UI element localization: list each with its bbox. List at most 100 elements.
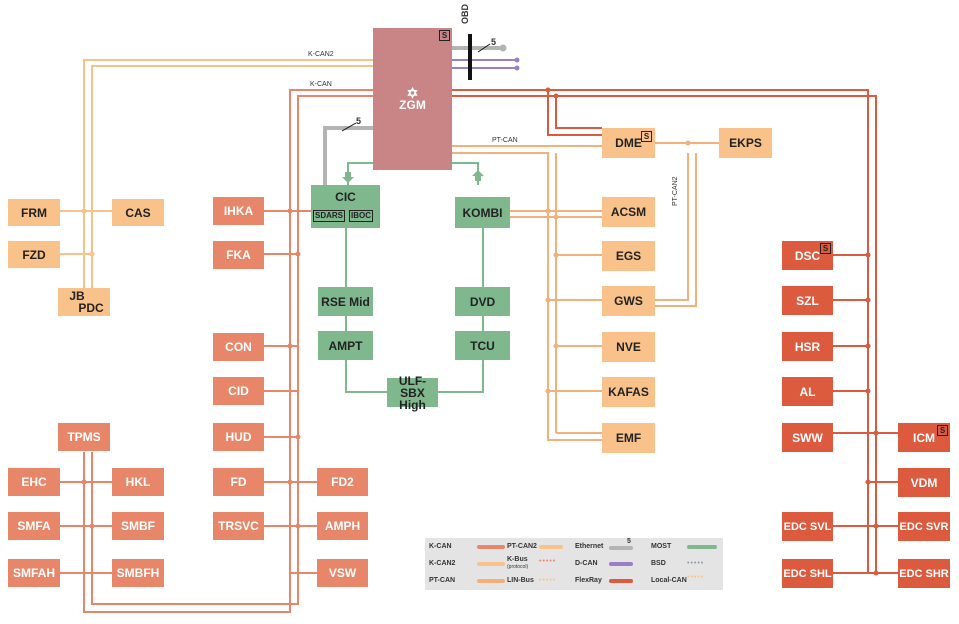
module-emf[interactable]: EMF [602, 423, 655, 453]
module-edc-shr[interactable]: EDC SHR [898, 559, 950, 588]
module-smfah[interactable]: SMFAH [8, 559, 60, 587]
legend-ptcan-label: PT-CAN [429, 577, 456, 584]
module-szl[interactable]: SZL [782, 286, 833, 315]
module-gws[interactable]: GWS [602, 286, 655, 316]
star-icon: ✡ [406, 85, 419, 101]
zgm-label: ZGM [399, 98, 426, 112]
dme-label: DME [615, 136, 642, 150]
module-fka[interactable]: FKA [213, 241, 264, 269]
module-fzd[interactable]: FZD [8, 241, 60, 268]
module-trsvc[interactable]: TRSVC [213, 512, 264, 540]
dcan-lines [452, 59, 517, 69]
module-cid[interactable]: CID [213, 377, 264, 405]
cic-iboc: IBOC [349, 210, 373, 222]
cic-ethernet-count: 5 [356, 116, 362, 126]
module-dme[interactable]: DME S [602, 128, 655, 158]
ptcan2-label: PT-CAN2 [672, 176, 679, 206]
module-hsr[interactable]: HSR [782, 332, 833, 361]
legend-kbus-swatch: ••••• [539, 558, 557, 565]
module-hud[interactable]: HUD [213, 423, 264, 451]
module-kombi[interactable]: KOMBI [455, 197, 510, 228]
module-tpms[interactable]: TPMS [58, 423, 110, 451]
module-kafas[interactable]: KAFAS [602, 377, 655, 407]
obd-ethernet-count: 5 [491, 37, 497, 47]
ptcan-lines [452, 142, 719, 441]
pdc-label: PDC [78, 301, 104, 315]
legend-ptcan2-label: PT-CAN2 [507, 543, 537, 550]
flexray-lines [452, 89, 898, 574]
module-amph[interactable]: AMPH [317, 512, 368, 540]
kcan2-label: K-CAN2 [308, 51, 334, 58]
legend-ptcan-swatch [477, 579, 505, 583]
module-fd[interactable]: FD [213, 468, 264, 496]
module-al[interactable]: AL [782, 377, 833, 406]
module-ulf-sbx-high[interactable]: ULF-SBX High [387, 373, 438, 411]
module-smfa[interactable]: SMFA [8, 512, 60, 540]
zgm-gateway[interactable]: ✡ ZGM S [373, 28, 452, 170]
legend-ethernet-swatch [609, 546, 633, 550]
junction-dots [545, 87, 879, 576]
module-jb-pdc[interactable]: JB PDC [58, 288, 110, 316]
legend-kcan-swatch [477, 545, 505, 549]
module-ihka[interactable]: IHKA [213, 197, 264, 225]
module-edc-shl[interactable]: EDC SHL [782, 559, 833, 588]
cic-sdars: SDARS [313, 210, 346, 222]
module-vsw[interactable]: VSW [317, 559, 368, 587]
module-ehc[interactable]: EHC [8, 468, 60, 496]
cic-label: CIC [335, 190, 356, 204]
ulf-label-2: High [399, 397, 426, 412]
legend-most-label: MOST [651, 543, 672, 550]
module-nve[interactable]: NVE [602, 332, 655, 362]
icm-s-mark: S [937, 425, 948, 436]
legend-dcan-swatch [609, 562, 633, 566]
module-dvd[interactable]: DVD [455, 287, 510, 316]
module-edc-svl[interactable]: EDC SVL [782, 512, 833, 541]
module-ampt[interactable]: AMPT [318, 331, 373, 360]
ulf-label-1: ULF-SBX [398, 373, 427, 400]
jb-label: JB [69, 289, 85, 303]
module-dsc[interactable]: DSC S [782, 241, 833, 270]
module-con[interactable]: CON [213, 333, 264, 361]
legend-flexray-label: FlexRay [575, 577, 602, 584]
module-cas[interactable]: CAS [112, 199, 164, 226]
legend-localcan-label: Local-CAN [651, 577, 687, 584]
legend-lin-swatch: ••••• [539, 577, 557, 584]
legend-kbus-label: K-Bus [507, 556, 528, 563]
obd-label: OBD [460, 4, 470, 24]
legend-kcan-label: K-CAN [429, 543, 452, 550]
module-acsm[interactable]: ACSM [602, 197, 655, 227]
module-hkl[interactable]: HKL [112, 468, 164, 496]
module-vdm[interactable]: VDM [898, 468, 950, 497]
legend-kcan2-label: K-CAN2 [429, 560, 456, 567]
legend-kbus-note: (protocol) [507, 564, 529, 570]
module-egs[interactable]: EGS [602, 241, 655, 271]
module-fd2[interactable]: FD2 [317, 468, 368, 496]
module-ekps[interactable]: EKPS [719, 128, 772, 158]
legend-localcan-swatch: ••••• [687, 574, 705, 581]
module-frm[interactable]: FRM [8, 199, 60, 226]
legend-ptcan2-swatch [539, 545, 563, 549]
module-rse-mid[interactable]: RSE Mid [318, 287, 373, 316]
legend-dcan-label: D-CAN [575, 560, 598, 567]
legend-flexray-swatch [609, 579, 633, 583]
module-edc-svr[interactable]: EDC SVR [898, 512, 950, 541]
legend-kcan2-swatch [477, 562, 505, 566]
module-icm[interactable]: ICM S [898, 423, 950, 452]
module-tcu[interactable]: TCU [455, 331, 510, 360]
ptcan-label: PT-CAN [492, 137, 518, 144]
kcan-lines [60, 89, 373, 613]
legend-lin-label: LIN-Bus [507, 577, 534, 584]
legend-ethernet-label: Ethernet [575, 543, 604, 550]
module-sww[interactable]: SWW [782, 423, 833, 452]
module-smbf[interactable]: SMBF [112, 512, 164, 540]
dsc-s-mark: S [820, 243, 831, 254]
legend-ethernet-count: 5 [627, 538, 631, 545]
legend-bsd-swatch: ••••• [687, 560, 705, 567]
kcan-label: K-CAN [310, 81, 332, 88]
legend-most-swatch [687, 545, 717, 549]
module-smbfh[interactable]: SMBFH [112, 559, 164, 587]
zgm-s-mark: S [439, 30, 450, 41]
icm-label: ICM [913, 430, 935, 445]
